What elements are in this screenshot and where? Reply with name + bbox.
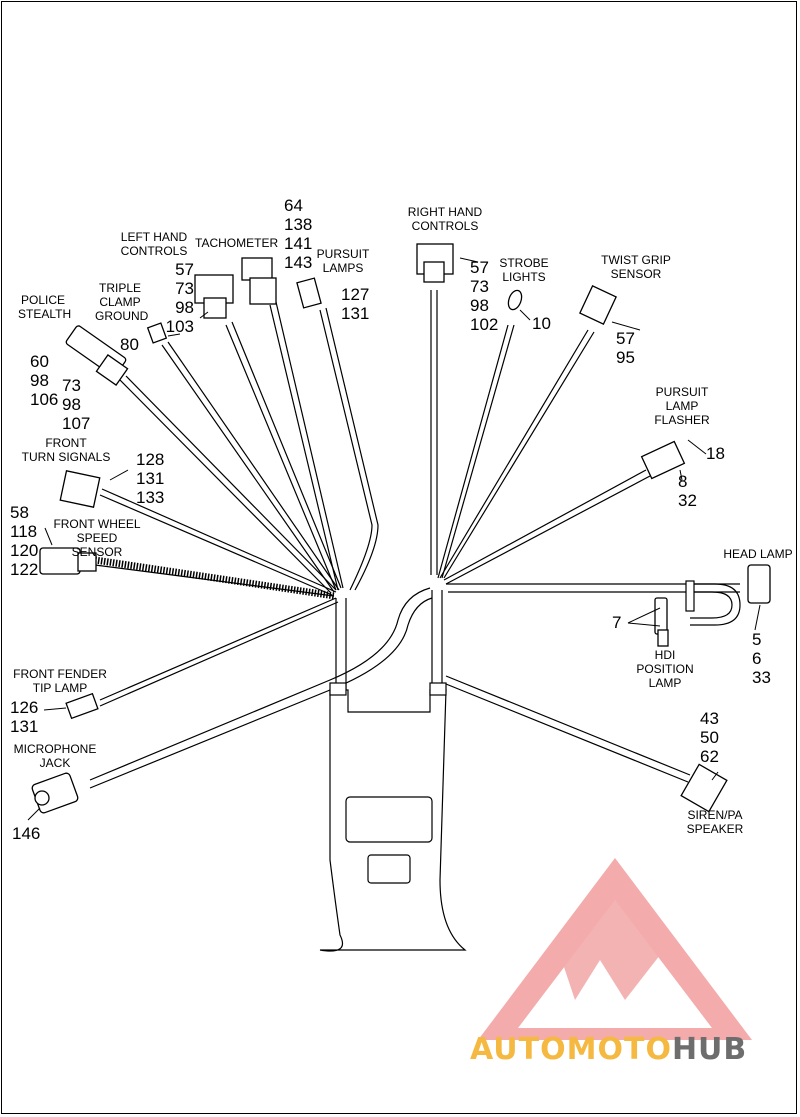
label-siren-pa-speaker: SIREN/PA SPEAKER xyxy=(686,808,744,836)
refs-front-turn-signals: 128 131 133 xyxy=(136,450,165,507)
refs-pursuit-lamp-flasher-b: 8 32 xyxy=(678,472,697,510)
refs-pursuit-lamp-flasher-a: 18 xyxy=(706,444,725,463)
label-front-fender-tip-lamp: FRONT FENDER TIP LAMP xyxy=(13,667,107,695)
refs-tachometer: 64 138 141 143 xyxy=(284,196,313,272)
refs-strobe-lights: 10 xyxy=(532,314,551,333)
harness-wires xyxy=(89,290,741,789)
refs-hdi-position-lamp: 7 xyxy=(612,613,622,632)
label-right-hand-controls: RIGHT HAND CONTROLS xyxy=(407,205,483,233)
refs-twist-grip-sensor: 57 95 xyxy=(616,329,635,367)
watermark-part-1: AUTO xyxy=(470,1032,567,1067)
label-twist-grip-sensor: TWIST GRIP SENSOR xyxy=(601,253,671,281)
refs-triple-clamp-ground: 80 xyxy=(120,335,139,354)
leader-lines xyxy=(27,257,761,821)
refs-front-fender-tip-lamp: 126 131 xyxy=(10,698,39,736)
refs-police-stealth-a: 60 98 106 xyxy=(30,352,59,409)
label-head-lamp: HEAD LAMP xyxy=(723,547,793,561)
refs-siren-pa-speaker: 43 50 62 xyxy=(700,709,719,766)
label-tachometer: TACHOMETER xyxy=(195,236,279,250)
watermark-part-2: MOTO xyxy=(566,1032,672,1067)
label-pursuit-lamp-flasher: PURSUIT LAMP FLASHER xyxy=(654,385,710,427)
label-strobe-lights: STROBE LIGHTS xyxy=(499,256,549,284)
label-hdi-position-lamp: HDI POSITION LAMP xyxy=(636,648,694,690)
refs-front-wheel-speed-sensor: 58 118 120 122 xyxy=(10,503,39,579)
refs-microphone-jack: 146 xyxy=(12,824,41,843)
label-front-turn-signals: FRONT TURN SIGNALS xyxy=(21,436,111,464)
label-front-wheel-speed-sensor: FRONT WHEEL SPEED SENSOR xyxy=(53,517,141,559)
watermark-part-3: HUB xyxy=(671,1032,748,1067)
label-pursuit-lamps: PURSUIT LAMPS xyxy=(316,247,370,275)
refs-pursuit-lamps: 127 131 xyxy=(341,285,370,323)
refs-police-stealth-b: 73 98 107 xyxy=(62,376,91,433)
watermark-logo xyxy=(478,858,752,1040)
refs-head-lamp: 5 6 33 xyxy=(752,630,771,687)
label-microphone-jack: MICROPHONE JACK xyxy=(13,742,97,770)
label-triple-clamp-ground: TRIPLE CLAMP GROUND xyxy=(95,281,149,323)
label-left-hand-controls: LEFT HAND CONTROLS xyxy=(120,230,188,258)
refs-right-hand-controls: 57 73 98 102 xyxy=(470,258,499,334)
refs-left-hand-controls: 57 73 98 103 xyxy=(165,260,194,336)
label-police-stealth: POLICE STEALTH xyxy=(18,293,72,321)
watermark-text: AUTOMOTOHUB xyxy=(470,1032,747,1067)
fairing-body xyxy=(319,682,467,952)
